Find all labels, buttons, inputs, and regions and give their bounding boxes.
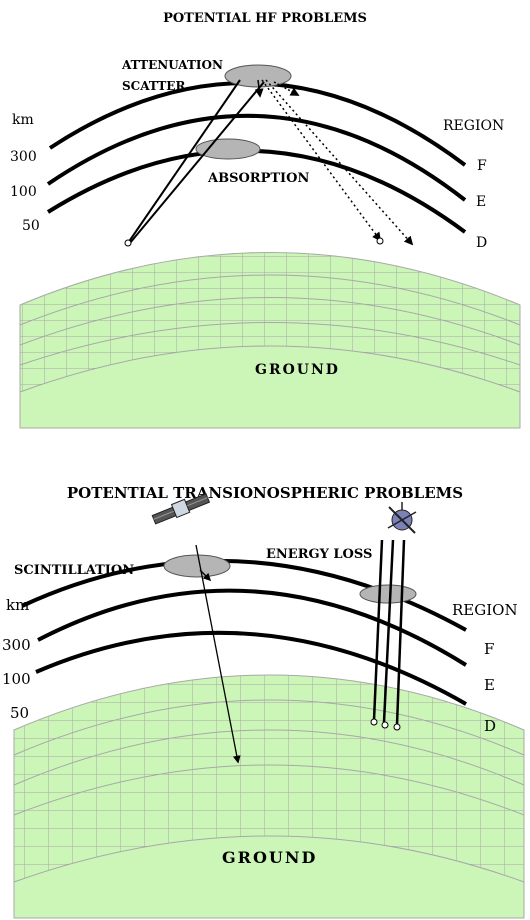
panel-bottom: POTENTIAL TRANSIONOSPHERIC PROBLEMS GROU…: [2, 484, 525, 919]
energy-loss-label: ENERGY LOSS: [266, 547, 372, 562]
alt-50-top: 50: [22, 218, 40, 234]
scintillation-label: SCINTILLATION: [14, 563, 134, 578]
layer-d-label-top: D: [476, 235, 487, 251]
alt-50-bottom: 50: [10, 704, 29, 722]
alt-100-bottom: 100: [2, 670, 31, 688]
absorption-label: ABSORPTION: [207, 171, 309, 186]
scatter-ray-2: [265, 79, 414, 246]
receiver-point-1: [370, 718, 378, 726]
scintillation-ellipse: [163, 554, 231, 578]
energy-ray-1: [372, 539, 384, 721]
receiver-point-top: [376, 237, 384, 245]
ray-up-top: [127, 79, 241, 244]
receiver-point-2: [381, 721, 389, 729]
km-label-top: km: [12, 112, 34, 128]
scatter-label: SCATTER: [122, 79, 186, 93]
panel-top: POTENTIAL HF PROBLEMS GROUND ATTENUATION…: [10, 11, 521, 429]
absorption-ellipse: [195, 138, 261, 160]
layer-d-arc-bottom: [35, 630, 467, 706]
satellite-icon: [151, 493, 211, 525]
km-label-bottom: km: [6, 596, 29, 614]
scatter-ray-1: [261, 79, 382, 242]
scintillation-short: [199, 569, 212, 582]
layer-e-arc-top: [46, 113, 467, 202]
receiver-point-3: [393, 723, 401, 731]
scatter-ray-4: [273, 81, 300, 96]
panel-bottom-title: POTENTIAL TRANSIONOSPHERIC PROBLEMS: [67, 484, 463, 502]
layer-f-label-top: F: [477, 158, 487, 174]
energy-loss-ellipse: [359, 584, 417, 604]
layer-d-arc-top: [46, 148, 467, 234]
satellite-icon: [387, 502, 417, 534]
energy-ray-3: [395, 539, 406, 726]
attenuation-label: ATTENUATION: [121, 58, 223, 72]
panel-top-title: POTENTIAL HF PROBLEMS: [163, 11, 367, 26]
transmitter-point-top: [124, 239, 132, 247]
scintillation-ray: [195, 544, 241, 764]
region-label-bottom: REGION: [452, 601, 518, 619]
alt-300-top: 300: [10, 149, 37, 165]
layer-e-label-top: E: [476, 194, 486, 210]
ground-bottom: [13, 674, 525, 919]
ground-label-bottom: GROUND: [222, 848, 317, 867]
scatter-ray-3: [254, 79, 264, 98]
ground-top: [19, 252, 521, 429]
ground-label-top: GROUND: [255, 362, 340, 378]
layer-e-label-bottom: E: [484, 676, 495, 694]
ray-down-top: [129, 81, 265, 244]
layer-f-label-bottom: F: [484, 640, 494, 658]
alt-300-bottom: 300: [2, 636, 31, 654]
alt-100-top: 100: [10, 184, 37, 200]
energy-ray-2: [382, 539, 395, 723]
region-label-top: REGION: [443, 118, 504, 134]
layer-e-arc-bottom: [37, 588, 468, 667]
layer-d-label-bottom: D: [484, 717, 496, 735]
